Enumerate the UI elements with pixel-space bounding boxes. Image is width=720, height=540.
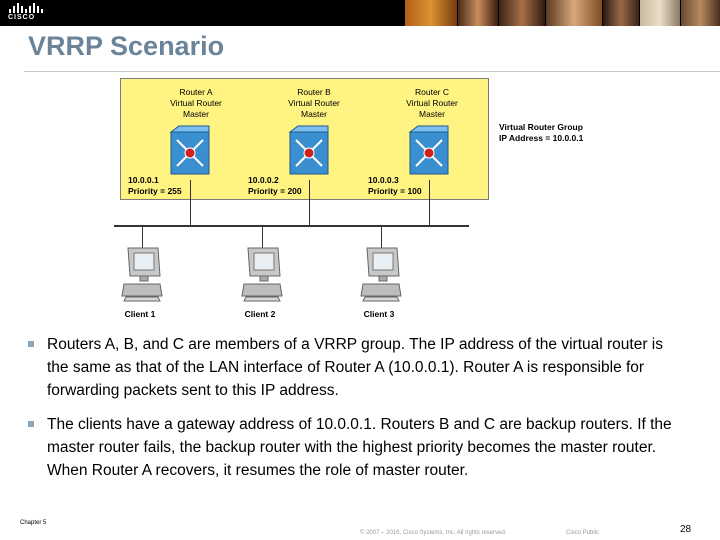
router-name: Router C (387, 87, 477, 98)
router-state: Master (151, 109, 241, 120)
router-priority: Priority = 200 (248, 186, 302, 197)
router-b-label: Router B Virtual Router Master (269, 87, 359, 120)
router-name: Router A (151, 87, 241, 98)
virtual-router-group-caption: Virtual Router Group IP Address = 10.0.0… (499, 122, 583, 144)
multilayer-switch-icon (288, 124, 330, 180)
header-photo (640, 0, 680, 26)
router-a-info: 10.0.0.1 Priority = 255 (128, 175, 182, 197)
title-divider (24, 71, 720, 72)
client-label: Client 1 (110, 309, 170, 319)
bullet-text: The clients have a gateway address of 10… (47, 416, 672, 479)
bullet-item: The clients have a gateway address of 10… (28, 413, 688, 482)
router-name: Router B (269, 87, 359, 98)
router-role: Virtual Router (269, 98, 359, 109)
client-label: Client 3 (349, 309, 409, 319)
router-ip: 10.0.0.2 (248, 175, 302, 186)
router-a-link (190, 180, 191, 226)
footer-chapter: Chapter 5 (20, 520, 46, 526)
header-photo (458, 0, 498, 26)
header-banner: CISCO (0, 0, 720, 26)
bullet-square-icon (28, 341, 34, 347)
multilayer-switch-icon (408, 124, 450, 180)
header-photo (499, 0, 545, 26)
group-caption-line: Virtual Router Group (499, 122, 583, 133)
router-ip: 10.0.0.1 (128, 175, 182, 186)
router-role: Virtual Router (387, 98, 477, 109)
page-number: 28 (680, 524, 691, 535)
footer-copyright: © 2007 – 2016, Cisco Systems, Inc. All r… (360, 530, 507, 536)
header-photo (546, 0, 602, 26)
cisco-logo: CISCO (8, 3, 46, 23)
router-priority: Priority = 255 (128, 186, 182, 197)
client-label: Client 2 (230, 309, 290, 319)
router-role: Virtual Router (151, 98, 241, 109)
slide-title: VRRP Scenario (28, 31, 224, 62)
router-b-link (309, 180, 310, 226)
header-photo (603, 0, 639, 26)
router-priority: Priority = 100 (368, 186, 422, 197)
router-b-info: 10.0.0.2 Priority = 200 (248, 175, 302, 197)
router-c-label: Router C Virtual Router Master (387, 87, 477, 120)
router-c-info: 10.0.0.3 Priority = 100 (368, 175, 422, 197)
router-state: Master (387, 109, 477, 120)
header-photo (405, 0, 457, 26)
header-photo (681, 0, 720, 26)
workstation-icon (359, 244, 403, 304)
logo-text: CISCO (8, 14, 46, 21)
lan-segment (114, 225, 469, 227)
bullet-item: Routers A, B, and C are members of a VRR… (28, 333, 688, 402)
router-ip: 10.0.0.3 (368, 175, 422, 186)
router-state: Master (269, 109, 359, 120)
workstation-icon (120, 244, 164, 304)
router-a-label: Router A Virtual Router Master (151, 87, 241, 120)
bullet-square-icon (28, 421, 34, 427)
group-caption-line: IP Address = 10.0.0.1 (499, 133, 583, 144)
footer-classification: Cisco Public (566, 530, 599, 536)
multilayer-switch-icon (169, 124, 211, 180)
cisco-bars-icon (8, 3, 46, 14)
bullet-list: Routers A, B, and C are members of a VRR… (28, 333, 688, 493)
workstation-icon (240, 244, 284, 304)
bullet-text: Routers A, B, and C are members of a VRR… (47, 336, 663, 399)
router-c-link (429, 180, 430, 226)
